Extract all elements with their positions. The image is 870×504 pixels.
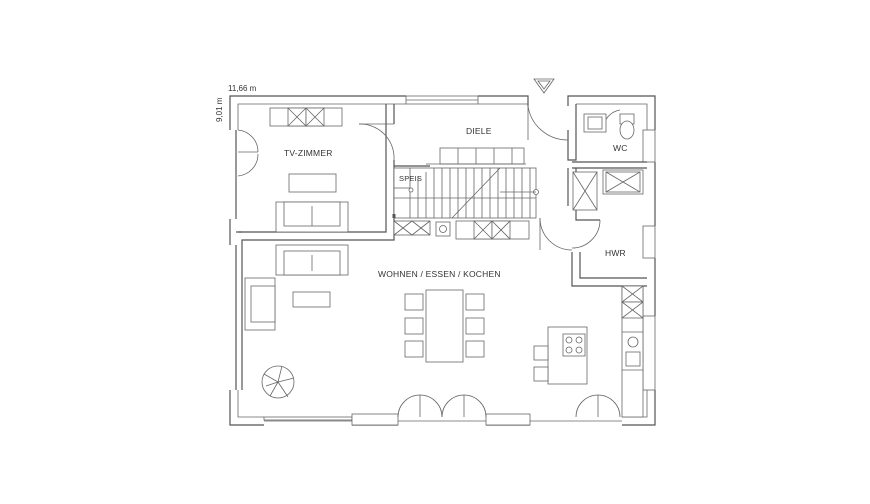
outer-walls (229, 95, 656, 426)
room-label-diele: DIELE (466, 126, 492, 136)
room-label-tv: TV-ZIMMER (284, 148, 333, 158)
staircase (392, 147, 539, 219)
room-label-wohnen: WOHNEN / ESSEN / KOCHEN (378, 269, 501, 279)
dining-table (404, 289, 485, 363)
tv-room-furniture (269, 107, 349, 233)
depth-dimension: 9,01 m (215, 97, 224, 122)
room-label-wc: WC (613, 143, 628, 153)
room-label-speis: SPEIS (399, 174, 422, 183)
doors (237, 105, 621, 418)
kitchen (533, 285, 644, 418)
entrance-marker (533, 78, 555, 94)
living-furniture (244, 244, 349, 399)
room-label-hwr: HWR (605, 248, 626, 258)
hwr-fixtures (572, 169, 644, 211)
width-dimension: 11,66 m (228, 84, 257, 93)
wc-fixtures (583, 113, 635, 140)
cabinets (393, 220, 530, 240)
